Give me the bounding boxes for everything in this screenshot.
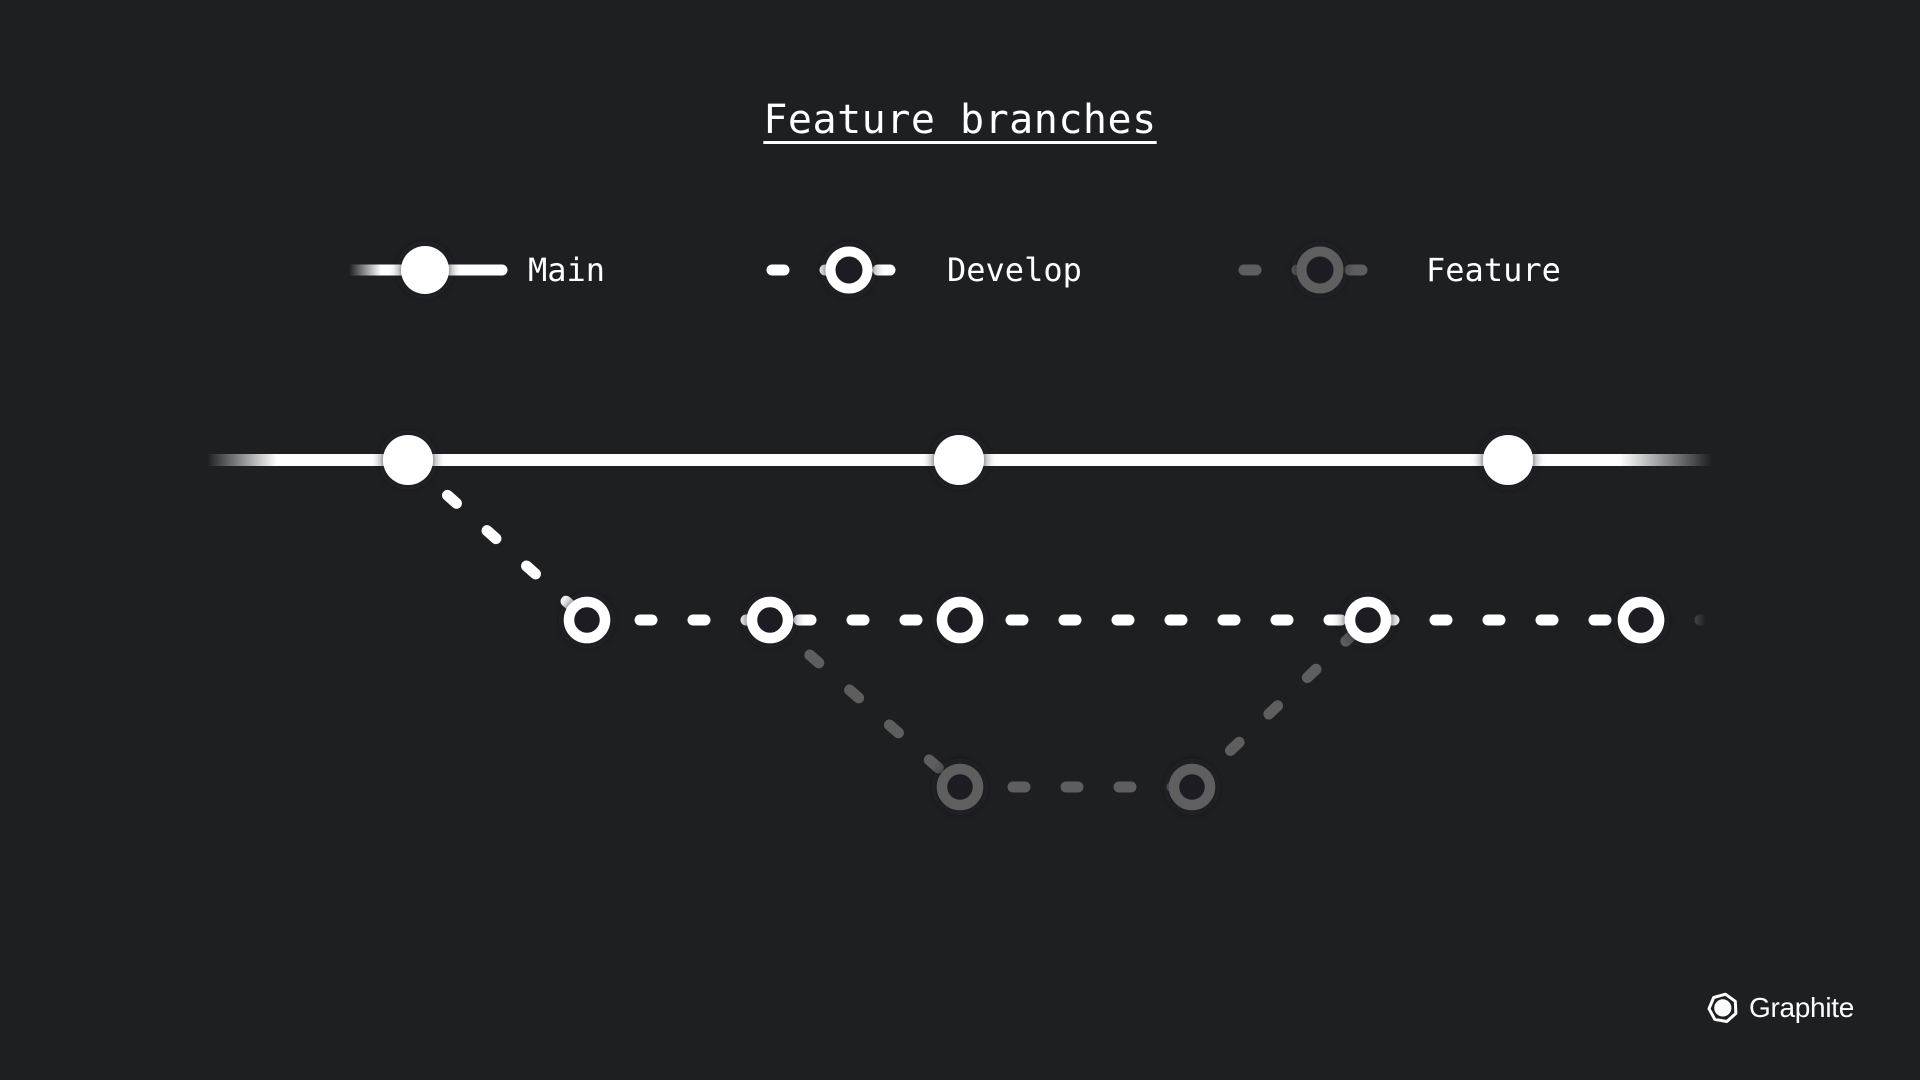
page-title-text: Feature branches <box>763 97 1157 143</box>
branch-off-main-to-develop <box>402 454 593 626</box>
legend-label-main: Main <box>528 251 606 289</box>
develop-commit-3 <box>936 596 984 644</box>
legend-develop-node <box>825 246 873 294</box>
develop-commit-4 <box>1344 596 1392 644</box>
branding: Graphite <box>1706 990 1854 1026</box>
feature-commit-1 <box>936 763 984 811</box>
logo-dot <box>1714 999 1732 1017</box>
main-commit-2 <box>934 435 984 485</box>
branch-off-develop-to-feature <box>764 614 966 793</box>
develop-commit-5 <box>1617 596 1665 644</box>
brand-name: Graphite <box>1749 992 1854 1023</box>
main-commit-3 <box>1483 435 1533 485</box>
legend-label-feature: Feature <box>1426 251 1561 289</box>
merge-feature-to-develop <box>1186 614 1374 793</box>
develop-commit-1 <box>563 596 611 644</box>
page-title: Feature branches <box>0 100 1920 140</box>
develop-commit-2 <box>746 596 794 644</box>
legend-main-node <box>401 246 449 294</box>
graphite-logo-icon <box>1707 992 1738 1023</box>
logo-heptagon <box>1707 992 1738 1023</box>
legend-feature-node <box>1296 246 1344 294</box>
legend-label-develop: Develop <box>947 251 1082 289</box>
feature-commit-2 <box>1168 763 1216 811</box>
main-commit-1 <box>383 435 433 485</box>
